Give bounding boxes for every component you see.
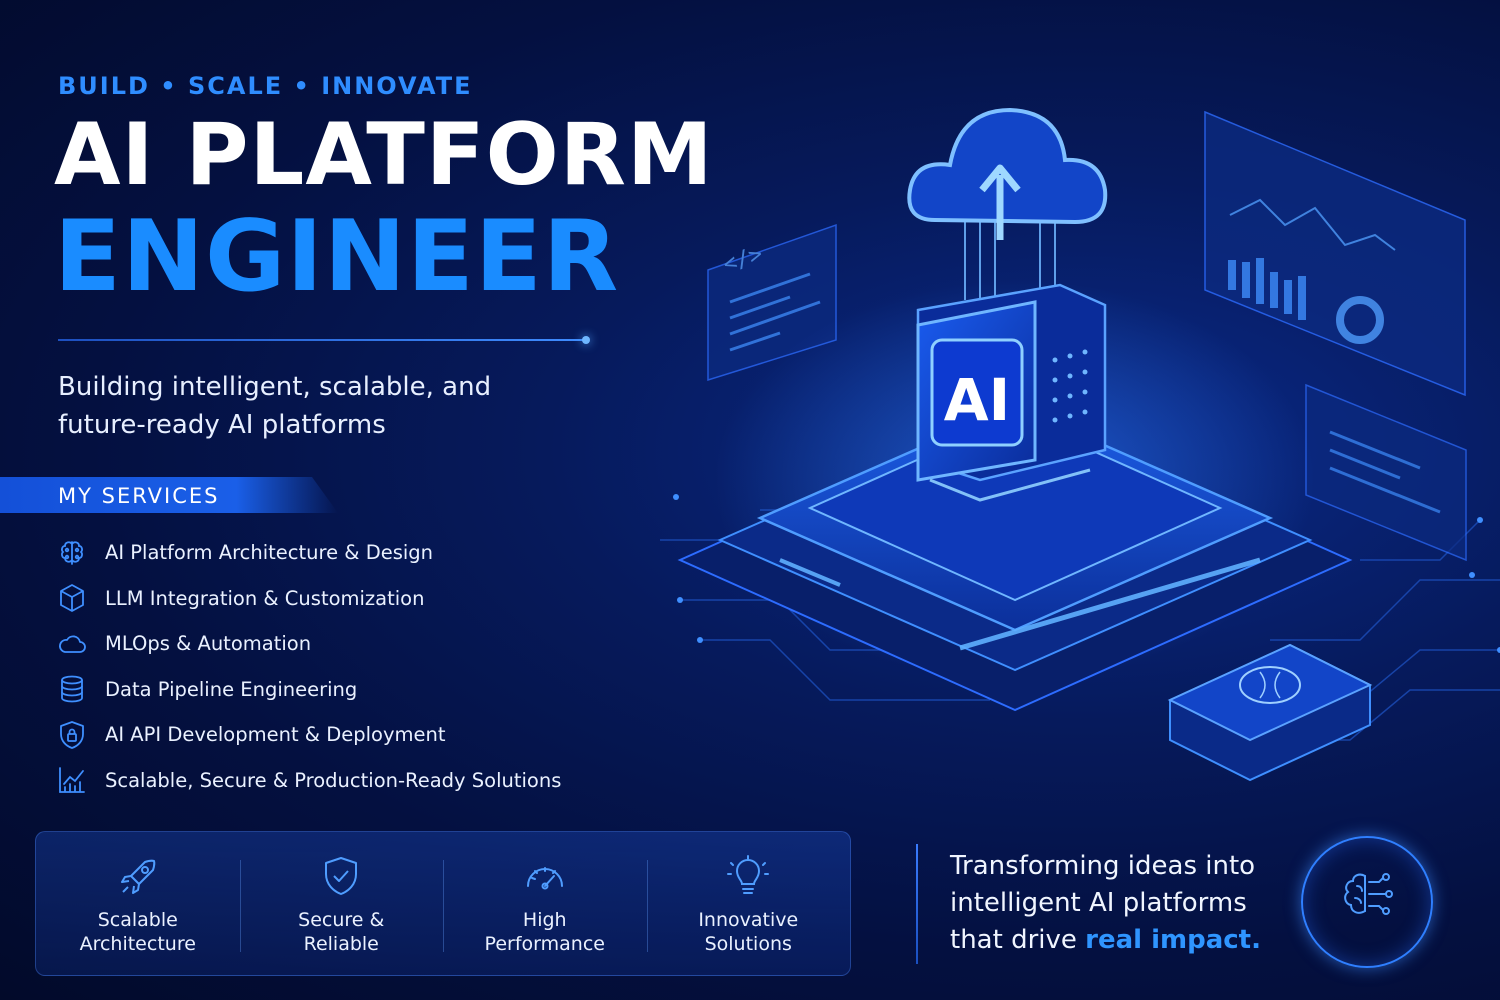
cloud-icon [59,635,86,653]
tagline: BUILD • SCALE • INNOVATE [58,72,473,100]
list-item: Data Pipeline Engineering [56,667,616,713]
service-label: LLM Integration & Customization [105,586,425,610]
brain-box [1167,643,1373,782]
quote-text: Transforming ideas into intelligent AI p… [950,848,1270,959]
list-item: Scalable, Secure & Production-Ready Solu… [56,758,616,804]
quote-divider [916,844,918,964]
service-label: AI Platform Architecture & Design [105,541,434,565]
chip-label: AI [944,366,1010,434]
feature-line2: Performance [484,933,605,955]
services-list: AI Platform Architecture & Design LLM In… [56,530,616,803]
feature-line1: Secure & [298,909,385,931]
feature-line2: Architecture [79,933,196,955]
quote-part1: Transforming ideas into intelligent AI p… [950,851,1256,955]
list-item: LLM Integration & Customization [56,576,616,622]
circuit-dots [673,494,1500,653]
divider [58,339,586,341]
brain-icon [61,540,83,565]
hero-illustration: </> [660,107,1500,782]
ai-chip: AI [916,283,1107,502]
shield-check-icon [325,857,358,895]
dashboard-panel [1204,110,1466,397]
service-label: MLOps & Automation [105,632,312,656]
feature-label: Secure &Reliable [298,908,384,956]
list-item: AI Platform Architecture & Design [56,530,616,576]
lightbulb-icon [727,855,770,894]
service-label: Data Pipeline Engineering [105,677,358,701]
database-icon [61,675,83,703]
speedometer-icon [526,867,563,890]
services-heading: MY SERVICES [58,484,220,508]
quote-highlight: real impact. [1085,925,1261,955]
brain-badge [1301,836,1433,968]
platform [677,404,1353,712]
rocket-icon [120,859,155,894]
service-label: Scalable, Secure & Production-Ready Solu… [105,768,562,792]
feature-line1: Scalable [97,909,178,931]
service-label: AI API Development & Deployment [105,723,446,747]
divider-dot [582,336,590,344]
cloud-upload-icon [907,107,1108,240]
feature-line2: Solutions [704,933,792,955]
list-item: AI API Development & Deployment [56,712,616,758]
page-title-line1: AI PLATFORM [54,105,714,205]
chart-icon [59,767,85,794]
side-panel [1305,383,1467,562]
subtitle: Building intelligent, scalable, and futu… [58,372,492,440]
list-item: MLOps & Automation [56,621,616,667]
feature-line2: Reliable [303,933,379,955]
page-title-line2: ENGINEER [54,200,620,314]
feature-line1: High [522,909,567,931]
shield-lock-icon [60,720,84,749]
feature-line1: Innovative [698,909,799,931]
services-heading-bar [0,477,338,513]
feature-secure: Secure &Reliable [239,832,444,975]
cube-icon [60,584,84,613]
brain-circuit-icon [1344,873,1393,915]
